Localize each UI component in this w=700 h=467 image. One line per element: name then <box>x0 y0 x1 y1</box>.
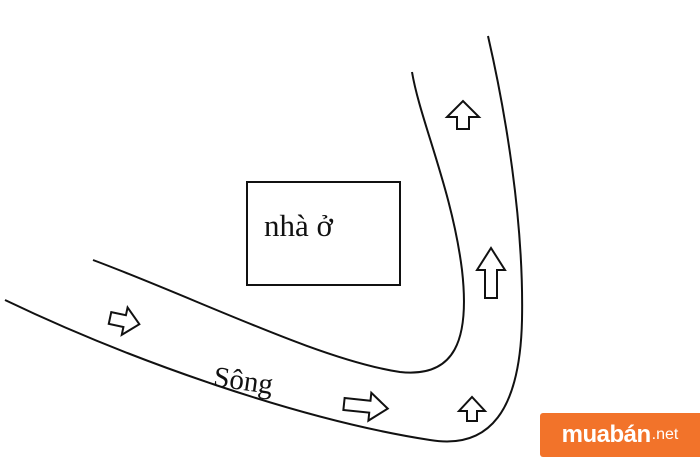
flow-arrow-right-2 <box>342 390 390 423</box>
flow-arrow-up-2 <box>475 246 507 299</box>
watermark-brand: muabán <box>561 421 652 448</box>
flow-arrow-up-1 <box>444 99 482 130</box>
flow-arrow-up-3 <box>456 395 488 422</box>
river-inner-bank <box>92 71 465 374</box>
river-outer-bank <box>4 35 524 443</box>
house-box <box>246 181 401 286</box>
watermark-logo: muabán.net <box>540 413 700 457</box>
house-label: nhà ở <box>264 208 333 243</box>
watermark-domain: .net <box>651 426 679 443</box>
flow-arrow-right-1 <box>107 304 141 337</box>
